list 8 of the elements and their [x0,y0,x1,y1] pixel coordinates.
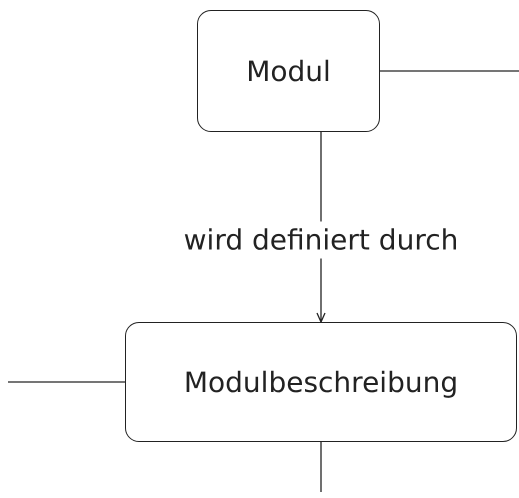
rounded-box [197,10,380,132]
connector-line [320,442,322,492]
edge-label: wird definiert durch [184,222,458,258]
node-label: Modulbeschreibung [184,366,458,398]
node-label: Modul [246,54,331,88]
rounded-box [125,322,517,442]
connector-line [380,70,519,72]
connector-line [8,381,125,383]
